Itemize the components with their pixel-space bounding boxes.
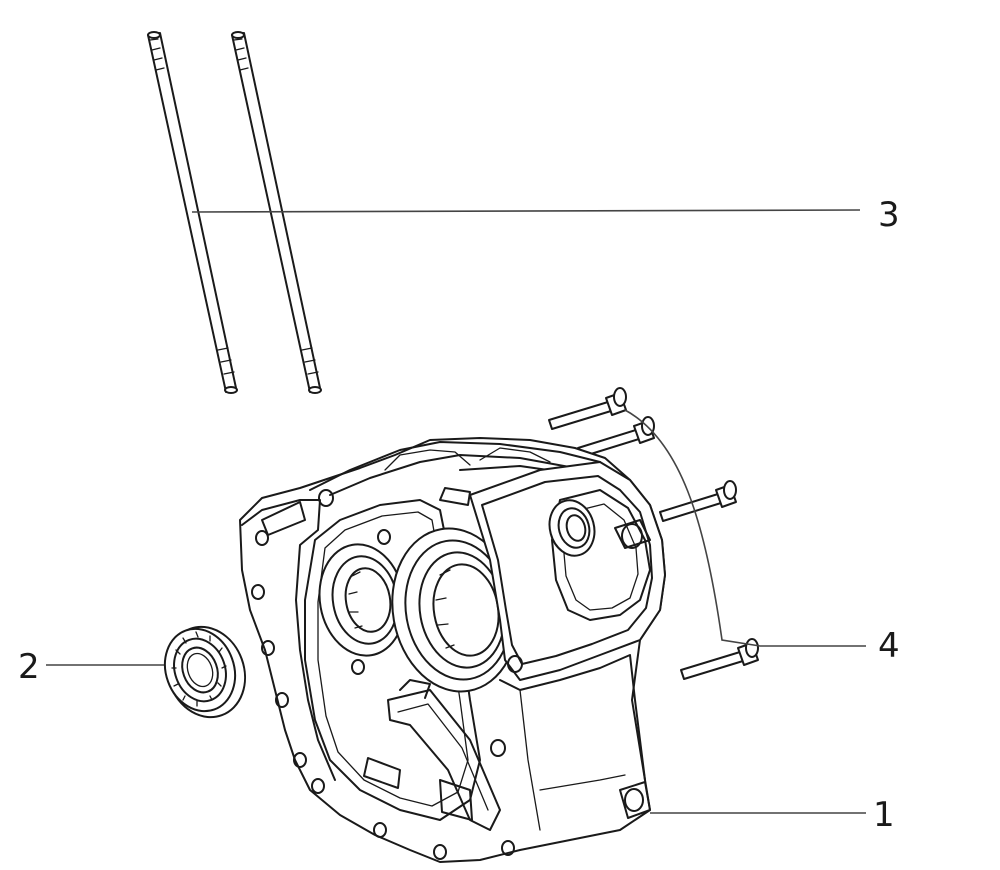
stud-left [147, 31, 238, 394]
bearing [163, 625, 247, 719]
callout-2: 2 [18, 647, 40, 687]
bolt-3 [659, 480, 737, 522]
callout-1: 1 [873, 795, 895, 835]
bolt-1 [548, 387, 627, 430]
callout-4: 4 [878, 626, 900, 666]
crankcase [239, 437, 666, 863]
bolt-4 [680, 638, 759, 680]
leader-lines [46, 209, 866, 814]
leader-4 [624, 409, 866, 647]
leader-3 [191, 209, 861, 213]
callout-3: 3 [878, 195, 900, 235]
